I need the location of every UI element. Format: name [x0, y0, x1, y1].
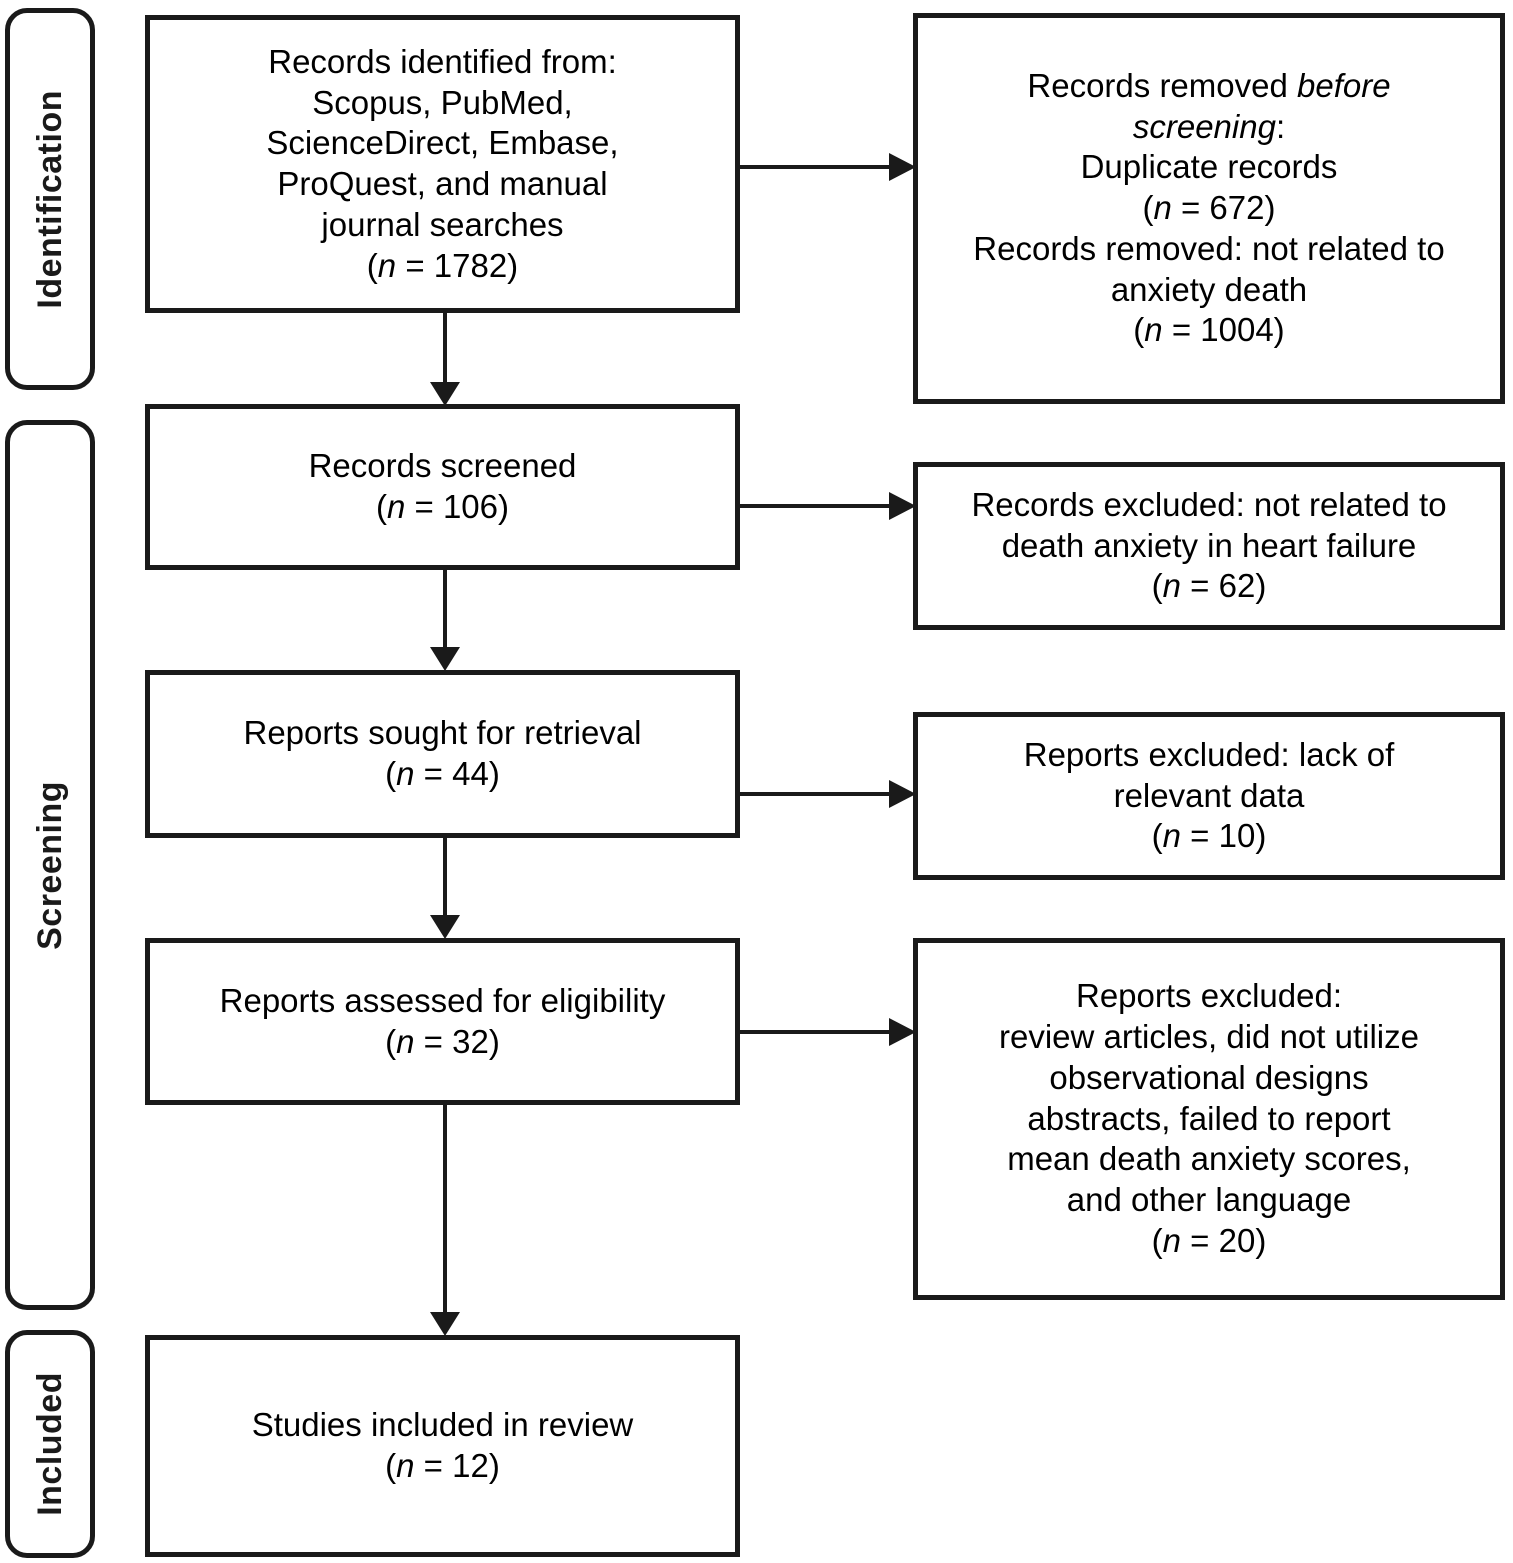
- box-reports-sought-text: Reports sought for retrieval(n = 44): [243, 714, 642, 792]
- phase-tab-identification: Identification: [5, 8, 95, 390]
- box-records-identified: Records identified from:Scopus, PubMed,S…: [145, 15, 740, 313]
- box-reports-assessed: Reports assessed for eligibility(n = 32): [145, 938, 740, 1105]
- box-reports-excluded-other-text: Reports excluded:review articles, did no…: [998, 977, 1419, 1259]
- phase-tab-included: Included: [5, 1330, 95, 1558]
- arrow-assessed-to-included: [425, 1105, 465, 1339]
- box-studies-included: Studies included in review(n = 12): [145, 1335, 740, 1557]
- phase-label-identification: Identification: [31, 89, 69, 309]
- phase-tab-screening: Screening: [5, 420, 95, 1310]
- arrow-sought-to-reports-excluded-data: [736, 777, 918, 811]
- arrow-identified-to-screened: [425, 313, 465, 408]
- arrow-screened-to-sought: [425, 570, 465, 674]
- box-studies-included-text: Studies included in review(n = 12): [251, 1406, 634, 1484]
- phase-label-included: Included: [31, 1372, 69, 1516]
- arrow-screened-to-records-excluded: [736, 489, 918, 523]
- box-records-screened-text: Records screened(n = 106): [308, 447, 577, 525]
- phase-label-screening: Screening: [31, 780, 69, 950]
- box-records-screened: Records screened(n = 106): [145, 404, 740, 570]
- arrow-sought-to-assessed: [425, 838, 465, 942]
- box-reports-sought: Reports sought for retrieval(n = 44): [145, 670, 740, 838]
- box-reports-excluded-other: Reports excluded:review articles, did no…: [913, 938, 1505, 1300]
- box-records-identified-text: Records identified from:Scopus, PubMed,S…: [266, 42, 619, 284]
- box-reports-assessed-text: Reports assessed for eligibility(n = 32): [219, 981, 666, 1060]
- arrow-identified-to-removed: [736, 150, 918, 184]
- arrow-assessed-to-reports-excluded-other: [736, 1015, 918, 1049]
